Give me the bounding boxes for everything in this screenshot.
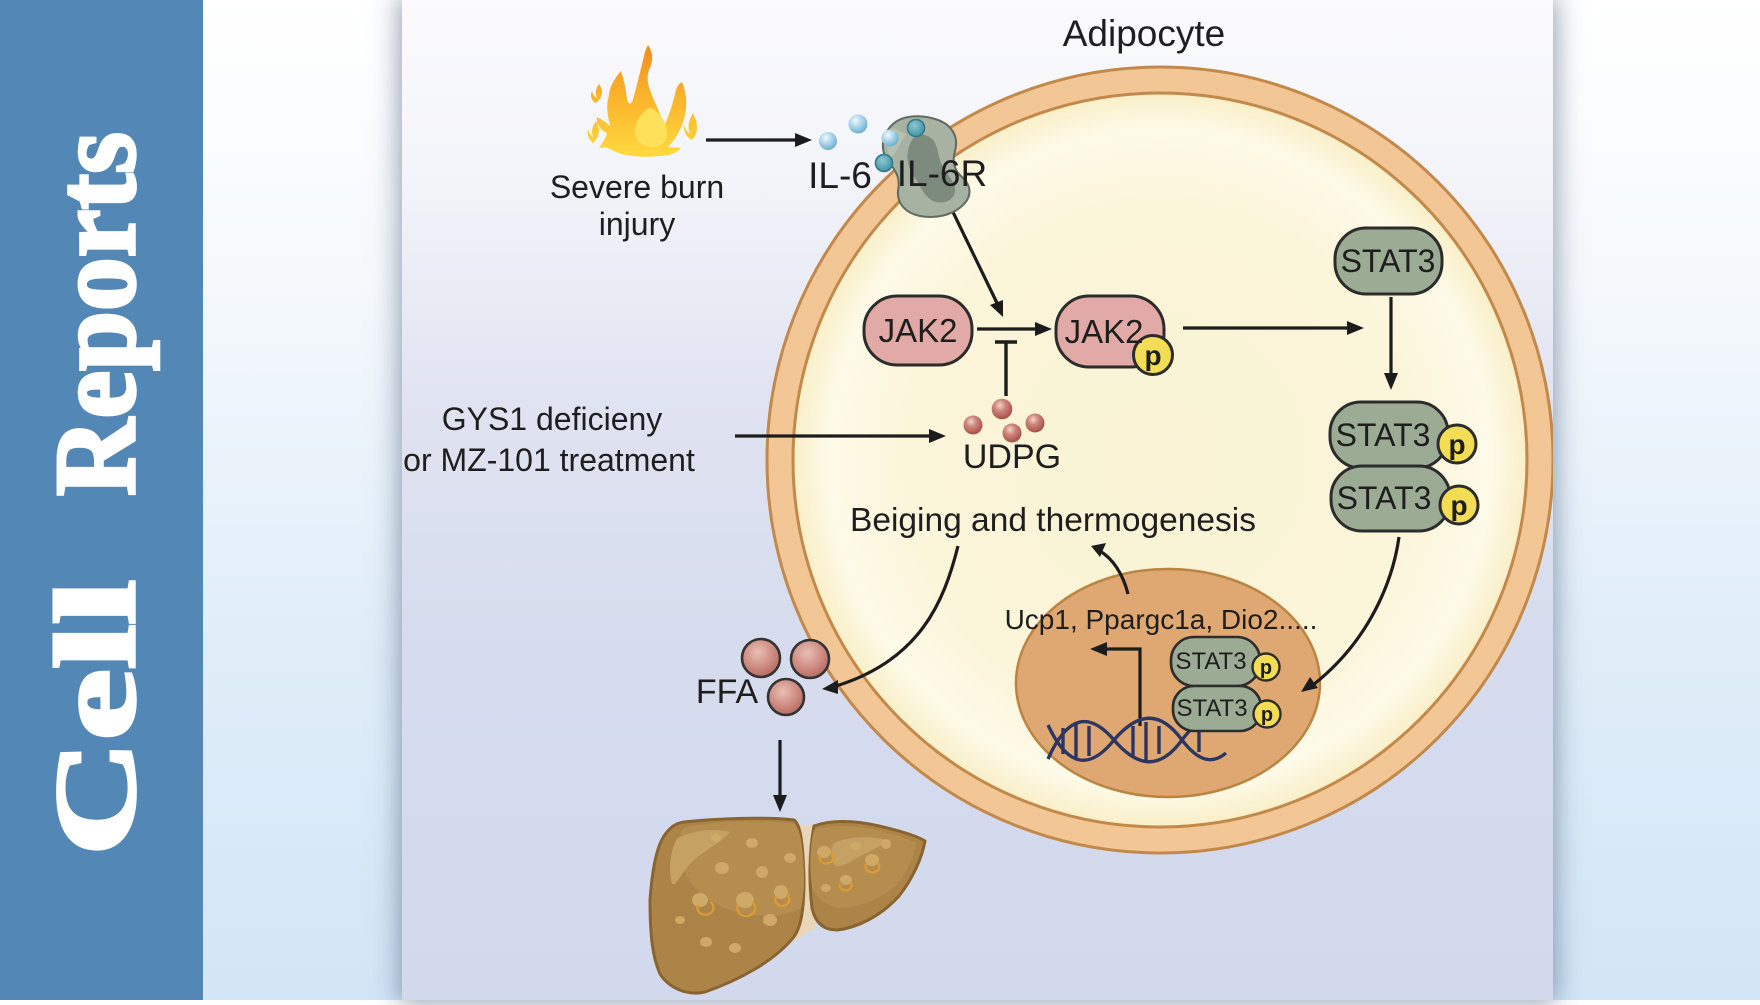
svg-text:p: p [1260, 657, 1272, 679]
svg-text:Cell: Cell [32, 580, 159, 856]
svg-text:IL-6: IL-6 [808, 155, 872, 196]
svg-text:or MZ-101 treatment: or MZ-101 treatment [403, 442, 695, 478]
svg-text:STAT3: STAT3 [1175, 648, 1246, 675]
svg-text:Adipocyte: Adipocyte [1063, 13, 1226, 54]
svg-text:UDPG: UDPG [963, 438, 1061, 476]
svg-text:STAT3: STAT3 [1176, 695, 1247, 722]
svg-text:p: p [1448, 429, 1465, 460]
svg-text:JAK2: JAK2 [1065, 313, 1144, 350]
svg-text:IL-6R: IL-6R [897, 153, 987, 194]
svg-text:injury: injury [599, 206, 675, 242]
svg-text:JAK2: JAK2 [879, 312, 958, 349]
svg-text:Severe burn: Severe burn [550, 169, 724, 205]
svg-text:Reports: Reports [32, 132, 159, 496]
svg-text:FFA: FFA [696, 673, 759, 711]
svg-text:GYS1 deficieny: GYS1 deficieny [442, 401, 663, 437]
svg-text:p: p [1144, 340, 1161, 371]
svg-text:Ucp1, Ppargc1a, Dio2.....: Ucp1, Ppargc1a, Dio2..... [1005, 604, 1318, 635]
svg-text:STAT3: STAT3 [1341, 243, 1436, 279]
svg-text:Beiging and thermogenesis: Beiging and thermogenesis [850, 502, 1256, 539]
svg-text:STAT3: STAT3 [1337, 480, 1432, 516]
svg-text:p: p [1450, 490, 1467, 521]
svg-text:STAT3: STAT3 [1336, 417, 1431, 453]
svg-text:p: p [1261, 704, 1273, 726]
